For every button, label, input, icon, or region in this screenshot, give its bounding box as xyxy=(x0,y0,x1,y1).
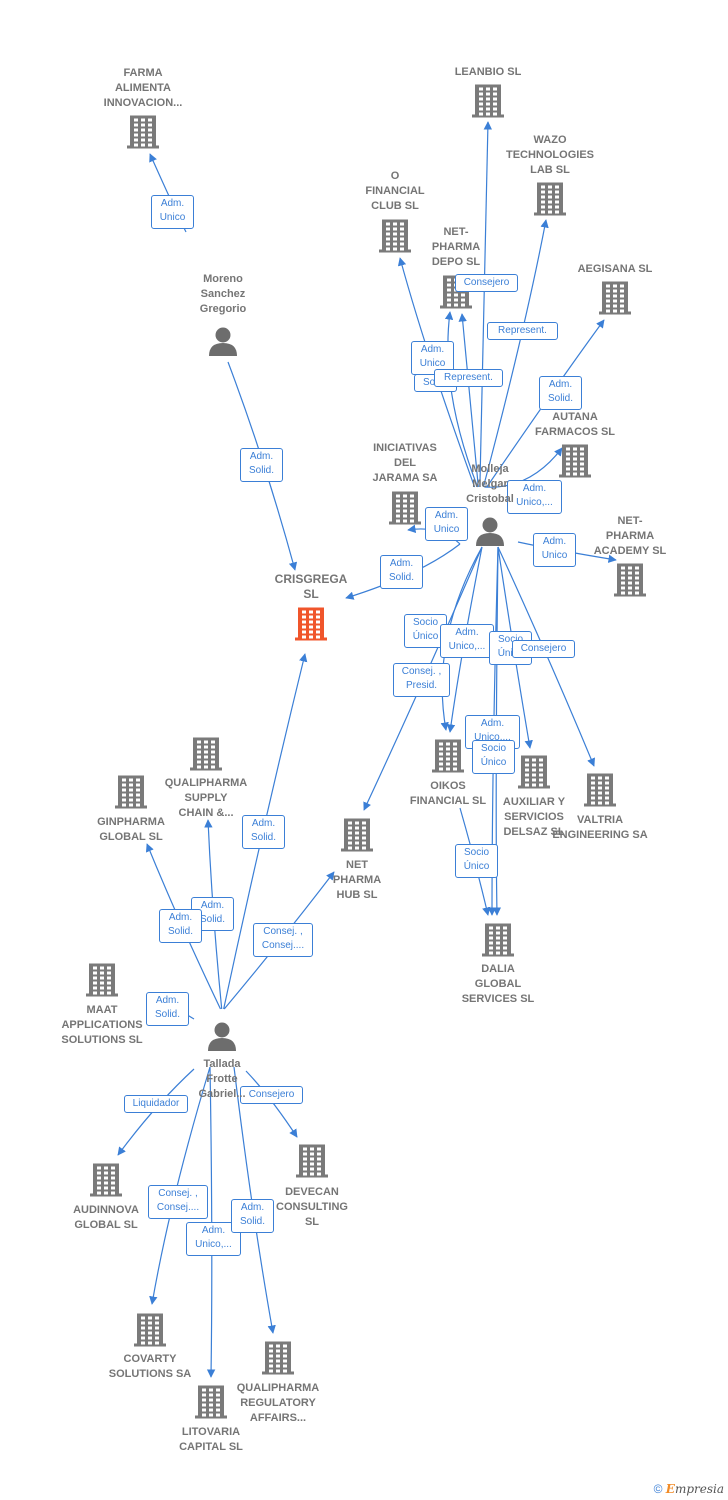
building-icon-iniciativas[interactable] xyxy=(389,491,421,525)
node-label-netacademy[interactable]: NET- PHARMA ACADEMY SL xyxy=(593,515,667,557)
person-icon-tallada[interactable] xyxy=(208,1022,236,1052)
building-icon-dalia[interactable] xyxy=(482,923,514,957)
node-label-tallada[interactable]: Tallada Frotte Gabriel... xyxy=(198,1058,246,1100)
node-label-covarty[interactable]: COVARTY SOLUTIONS SA xyxy=(108,1353,192,1380)
edge-label-molleja-to-iniciativas[interactable]: Adm. Unico xyxy=(425,507,468,541)
edge-label-oikos-to-dalia[interactable]: Socio Único xyxy=(455,844,498,878)
building-icon-audinnova[interactable] xyxy=(90,1163,122,1197)
node-label-farma[interactable]: FARMA ALIMENTA INNOVACION... xyxy=(103,67,183,109)
edge-label-molleja-to-wazo[interactable]: Represent. xyxy=(487,322,558,340)
edge-label-molleja-to-oikos[interactable]: Socio Único xyxy=(404,614,447,648)
building-icon-ginpharma[interactable] xyxy=(115,775,147,809)
building-icon-valtria[interactable] xyxy=(584,773,616,807)
edge-molleja-to-valtria xyxy=(497,546,595,767)
building-icon-oikos[interactable] xyxy=(432,739,464,773)
edge-label-moreno-to-farma[interactable]: Adm. Unico xyxy=(151,195,194,229)
node-label-autana[interactable]: AUTANA FARMACOS SL xyxy=(534,411,616,438)
edge-molleja-to-leanbio xyxy=(479,121,493,488)
edge-label-molleja-to-crisgrega[interactable]: Adm. Solid. xyxy=(380,555,423,589)
copyright-symbol: © xyxy=(653,1482,663,1496)
edge-label-molleja-to-nethub[interactable]: Consej. , Presid. xyxy=(393,663,450,697)
building-icon-covarty[interactable] xyxy=(134,1313,166,1347)
node-label-devecan[interactable]: DEVECAN CONSULTING SL xyxy=(276,1186,348,1228)
edge-label-molleja-to-netdepo[interactable]: Represent. xyxy=(434,369,503,387)
node-label-dalia[interactable]: DALIA GLOBAL SERVICES SL xyxy=(461,963,535,1005)
edge-label-tallada-to-crisgrega[interactable]: Adm. Solid. xyxy=(242,815,285,849)
building-icon-nethub[interactable] xyxy=(341,818,373,852)
node-label-maat[interactable]: MAAT APPLICATIONS SOLUTIONS SL xyxy=(61,1004,143,1046)
building-icon-autana[interactable] xyxy=(559,444,591,478)
node-label-iniciativas[interactable]: INICIATIVAS DEL JARAMA SA xyxy=(372,442,438,484)
building-icon-litovaria[interactable] xyxy=(195,1385,227,1419)
building-icon-aegisana[interactable] xyxy=(599,281,631,315)
edge-label-molleja-to-dalia[interactable]: Socio Único xyxy=(472,740,515,774)
node-label-audinnova[interactable]: AUDINNOVA GLOBAL SL xyxy=(73,1204,139,1231)
building-icon-leanbio[interactable] xyxy=(472,84,504,118)
building-icon-devecan[interactable] xyxy=(296,1144,328,1178)
node-label-moreno[interactable]: Moreno Sanchez Gregorio xyxy=(199,273,247,315)
node-label-oikos[interactable]: OIKOS FINANCIAL SL xyxy=(409,780,487,807)
node-label-wazo[interactable]: WAZO TECHNOLOGIES LAB SL xyxy=(505,134,594,176)
edge-label-molleja-to-autana[interactable]: Adm. Unico,... xyxy=(507,480,562,514)
node-label-valtria[interactable]: VALTRIA ENGINEERING SA xyxy=(552,814,648,841)
node-label-auxiliar[interactable]: AUXILIAR Y SERVICIOS DELSAZ SL xyxy=(502,796,566,838)
edge-label-molleja-to-oikos[interactable]: Adm. Unico,... xyxy=(440,624,494,658)
edge-molleja-to-autana xyxy=(484,447,563,488)
edge-label-moreno-to-crisgrega[interactable]: Adm. Solid. xyxy=(240,448,283,482)
building-icon-qualisupply[interactable] xyxy=(190,737,222,771)
node-label-qualisupply[interactable]: QUALIPHARMA SUPPLY CHAIN &... xyxy=(164,777,248,819)
node-label-netdepo[interactable]: NET- PHARMA DEPO SL xyxy=(431,226,481,268)
edge-label-tallada-to-devecan[interactable]: Consejero xyxy=(240,1086,303,1104)
edge-molleja-to-wazo xyxy=(482,219,549,488)
edge-label-tallada-to-maat[interactable]: Adm. Solid. xyxy=(146,992,189,1026)
footer-brand: © Empresia xyxy=(654,1482,724,1496)
node-label-ginpharma[interactable]: GINPHARMA GLOBAL SL xyxy=(97,816,165,843)
edge-molleja-to-netdepo xyxy=(458,313,479,488)
building-icon-farma[interactable] xyxy=(127,115,159,149)
edge-label-tallada-to-ginpharma[interactable]: Adm. Solid. xyxy=(159,909,202,943)
person-icon-molleja[interactable] xyxy=(476,517,504,547)
node-label-crisgrega[interactable]: CRISGREGA SL xyxy=(274,572,348,601)
node-label-qualireg[interactable]: QUALIPHARMA REGULATORY AFFAIRS... xyxy=(236,1382,320,1424)
edge-label-tallada-to-qualireg[interactable]: Adm. Solid. xyxy=(231,1199,274,1233)
edge-label-tallada-to-nethub[interactable]: Consej. , Consej.... xyxy=(253,923,313,957)
node-label-ofinancial[interactable]: O FINANCIAL CLUB SL xyxy=(365,170,425,212)
edge-label-molleja-to-aegisana[interactable]: Adm. Solid. xyxy=(539,376,582,410)
brand-logo: Empresia xyxy=(665,1482,724,1496)
node-label-aegisana[interactable]: AEGISANA SL xyxy=(577,263,653,275)
node-label-leanbio[interactable]: LEANBIO SL xyxy=(454,66,522,78)
node-label-molleja[interactable]: Molleja Melgar Cristobal xyxy=(466,463,514,505)
edge-molleja-to-netdepo xyxy=(444,311,479,488)
building-icon-auxiliar[interactable] xyxy=(518,755,550,789)
building-icon-crisgrega[interactable] xyxy=(295,607,327,641)
building-icon-qualireg[interactable] xyxy=(262,1341,294,1375)
building-icon-netacademy[interactable] xyxy=(614,563,646,597)
building-icon-maat[interactable] xyxy=(86,963,118,997)
building-icon-wazo[interactable] xyxy=(534,182,566,216)
edge-label-molleja-to-leanbio[interactable]: Consejero xyxy=(455,274,518,292)
edge-label-molleja-to-valtria[interactable]: Consejero xyxy=(512,640,575,658)
edge-label-tallada-to-audinnova[interactable]: Liquidador xyxy=(124,1095,188,1113)
edge-label-tallada-to-covarty[interactable]: Consej. , Consej.... xyxy=(148,1185,208,1219)
person-icon-moreno[interactable] xyxy=(209,327,237,357)
node-label-litovaria[interactable]: LITOVARIA CAPITAL SL xyxy=(179,1426,243,1453)
building-icon-ofinancial[interactable] xyxy=(379,219,411,253)
edge-label-molleja-to-netacademy[interactable]: Adm. Unico xyxy=(533,533,576,567)
node-label-nethub[interactable]: NET PHARMA HUB SL xyxy=(332,859,382,901)
